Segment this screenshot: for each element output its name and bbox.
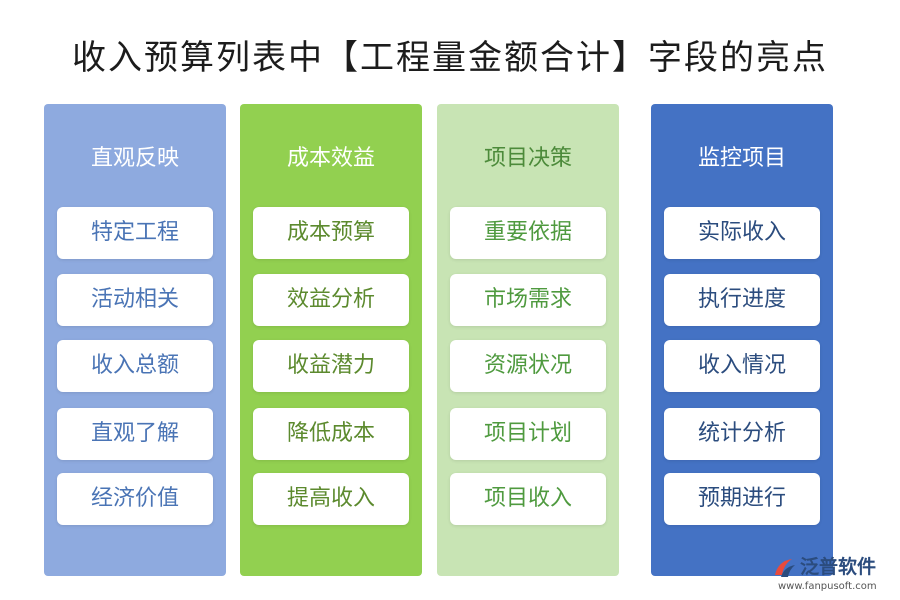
item-card: 重要依据 — [450, 207, 606, 259]
column-header: 监控项目 — [697, 146, 786, 171]
item-card: 执行进度 — [664, 274, 820, 326]
item-card: 成本预算 — [253, 207, 409, 259]
column-project-decision: 项目决策 重要依据 市场需求 资源状况 项目计划 项目收入 — [437, 104, 619, 576]
column-header: 直观反映 — [90, 146, 179, 171]
column-project-monitoring: 监控项目 实际收入 执行进度 收入情况 统计分析 预期进行 — [651, 104, 833, 576]
item-card: 预期进行 — [664, 473, 820, 525]
item-card: 效益分析 — [253, 274, 409, 326]
item-card: 降低成本 — [253, 408, 409, 460]
item-card: 提高收入 — [253, 473, 409, 525]
item-card: 项目收入 — [450, 473, 606, 525]
item-card: 实际收入 — [664, 207, 820, 259]
fanpu-logo-icon — [775, 559, 795, 577]
item-card: 项目计划 — [450, 408, 606, 460]
item-card: 经济价值 — [57, 473, 213, 525]
item-card: 收益潜力 — [253, 340, 409, 392]
item-card: 活动相关 — [57, 274, 213, 326]
item-card: 收入总额 — [57, 340, 213, 392]
page-title: 收入预算列表中【工程量金额合计】字段的亮点 — [72, 38, 828, 78]
item-card: 统计分析 — [664, 408, 820, 460]
column-direct-reflection: 直观反映 特定工程 活动相关 收入总额 直观了解 经济价值 — [44, 104, 226, 576]
item-card: 收入情况 — [664, 340, 820, 392]
item-card: 市场需求 — [450, 274, 606, 326]
column-cost-benefit: 成本效益 成本预算 效益分析 收益潜力 降低成本 提高收入 — [240, 104, 422, 576]
brand-logo: 泛普软件 www.fanpusoft.com — [772, 553, 896, 593]
column-header: 项目决策 — [483, 146, 572, 171]
item-card: 特定工程 — [57, 207, 213, 259]
logo-name: 泛普软件 — [800, 556, 877, 578]
column-header: 成本效益 — [286, 146, 375, 171]
logo-url: www.fanpusoft.com — [778, 581, 877, 592]
item-card: 直观了解 — [57, 408, 213, 460]
item-card: 资源状况 — [450, 340, 606, 392]
